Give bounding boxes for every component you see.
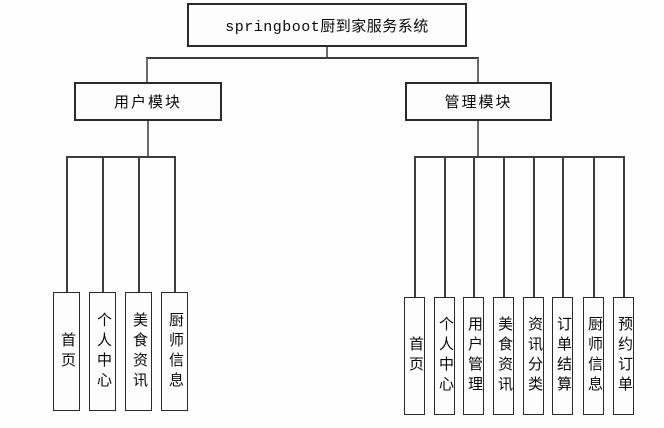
- root-box: springboot厨到家服务系统: [187, 3, 467, 47]
- leaf-box-admin-food-news: 美食资讯: [493, 297, 514, 415]
- connector-admin-leaf-drop-3: [473, 157, 475, 297]
- leaf-box-user-personal-center: 个人中心: [89, 292, 116, 411]
- connector-admin-leaf-drop-2: [444, 157, 446, 297]
- leaf-box-user-home: 首页: [53, 292, 80, 411]
- leaf-label-admin-reservation-order: 预约订单: [616, 316, 632, 396]
- connector-root-drop: [326, 47, 328, 58]
- connector-user-leaf-drop-3: [138, 157, 140, 292]
- leaf-label-admin-order-settlement: 订单结算: [555, 316, 571, 396]
- connector-user-leaf-drop-2: [102, 157, 104, 292]
- module-box-user: 用户模块: [74, 82, 222, 121]
- leaf-label-admin-chef-info: 厨师信息: [586, 316, 602, 396]
- connector-admin-leaf-drop-1: [414, 157, 416, 297]
- connector-admin-leaf-drop-8: [623, 157, 625, 297]
- module-box-admin: 管理模块: [405, 82, 552, 121]
- root-title: springboot厨到家服务系统: [225, 18, 429, 36]
- connector-user-rail: [66, 156, 176, 158]
- module-label-user: 用户模块: [113, 95, 182, 111]
- leaf-box-admin-reservation-order: 预约订单: [613, 297, 634, 415]
- leaf-label-admin-food-news: 美食资讯: [496, 316, 512, 396]
- leaf-box-admin-order-settlement: 订单结算: [552, 297, 573, 415]
- connector-admin-leaf-drop-6: [562, 157, 564, 297]
- leaf-label-user-home: 首页: [59, 331, 75, 372]
- leaf-box-admin-home: 首页: [404, 297, 425, 415]
- leaf-box-user-food-news: 美食资讯: [125, 292, 152, 411]
- connector-user-leaf-drop-1: [66, 157, 68, 292]
- connector-admin-rail: [414, 156, 625, 158]
- leaf-label-admin-home: 首页: [407, 336, 423, 376]
- connector-admin-leaf-drop-7: [593, 157, 595, 297]
- connector-admin-leaf-drop-5: [533, 157, 535, 297]
- module-label-admin: 管理模块: [444, 95, 513, 111]
- connector-admin-module-drop-bottom: [477, 121, 479, 157]
- connector-admin-leaf-drop-4: [503, 157, 505, 297]
- leaf-box-admin-news-category: 资讯分类: [523, 297, 544, 415]
- connector-top-rail: [146, 57, 479, 59]
- connector-user-module-drop-top: [146, 58, 148, 82]
- leaf-box-admin-personal-center: 个人中心: [434, 297, 455, 415]
- leaf-label-user-personal-center: 个人中心: [95, 311, 111, 392]
- leaf-box-admin-user-management: 用户管理: [463, 297, 484, 415]
- connector-admin-module-drop-top: [477, 58, 479, 82]
- leaf-label-admin-personal-center: 个人中心: [437, 316, 453, 396]
- leaf-box-admin-chef-info: 厨师信息: [583, 297, 604, 415]
- leaf-label-admin-user-management: 用户管理: [466, 316, 482, 396]
- connector-user-leaf-drop-4: [174, 157, 176, 292]
- leaf-label-admin-news-category: 资讯分类: [526, 316, 542, 396]
- leaf-label-user-food-news: 美食资讯: [131, 311, 147, 392]
- connector-user-module-drop-bottom: [147, 121, 149, 157]
- leaf-label-user-chef-info: 厨师信息: [167, 311, 183, 392]
- leaf-box-user-chef-info: 厨师信息: [161, 292, 188, 411]
